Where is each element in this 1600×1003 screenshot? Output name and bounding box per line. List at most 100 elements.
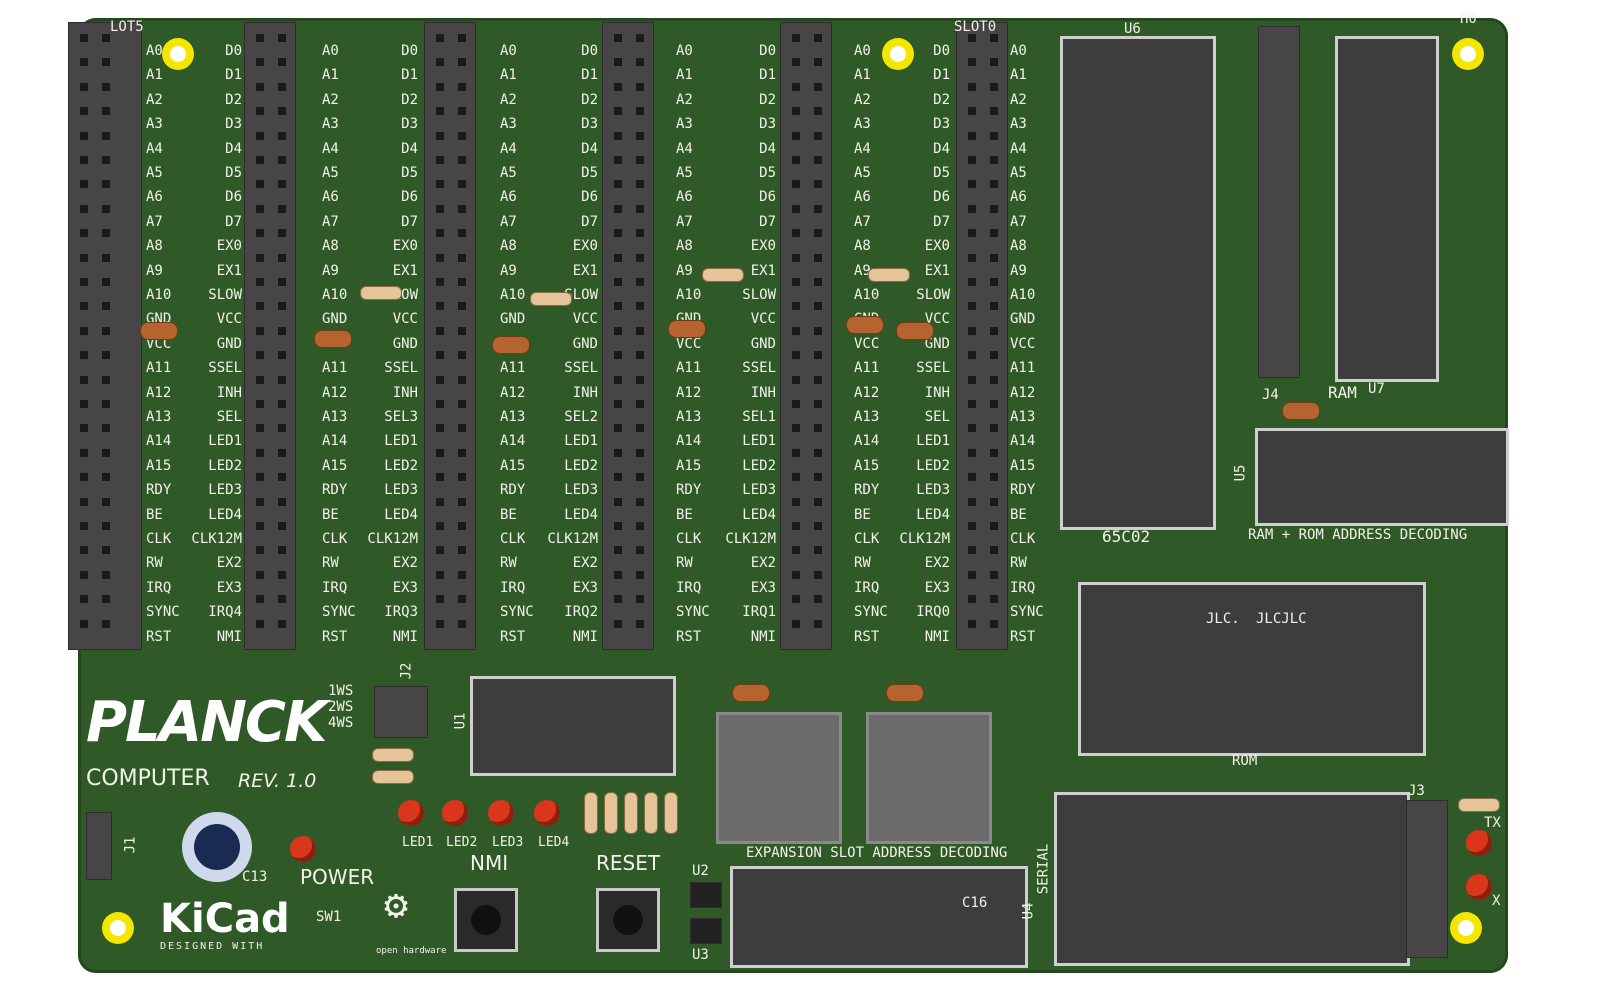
u7-label: U7 (1368, 381, 1385, 397)
header-pin (614, 253, 622, 262)
slot-pin-label: A14 (322, 433, 348, 450)
header-pin (792, 229, 800, 238)
header-pin (814, 326, 822, 335)
header-pin (80, 375, 88, 384)
slot-pin-label: RST (146, 628, 172, 645)
slot-pin-label: RW (322, 555, 339, 572)
header-pin (80, 58, 88, 67)
header-pin (636, 180, 644, 189)
reset-button[interactable] (596, 888, 660, 952)
capacitor (668, 320, 706, 338)
slot-pin-label: SYNC (854, 604, 888, 621)
led2-indicator (442, 800, 468, 826)
header-pin (256, 180, 264, 189)
header-pin (814, 375, 822, 384)
header-pin (278, 82, 286, 91)
header-pin (458, 204, 466, 213)
resistor (530, 292, 572, 306)
header-pin (102, 131, 110, 140)
slot-pin-label: A12 (500, 384, 526, 401)
header-pin (814, 156, 822, 164)
slot-pin-label: IRQ (322, 579, 348, 596)
header-pin (256, 253, 264, 262)
header-pin (792, 595, 800, 604)
header-pin (278, 351, 286, 360)
header-pin (80, 204, 88, 213)
slot-pin-label: SYNC (322, 604, 356, 621)
header-pin (102, 326, 110, 335)
slot-pin-label: A1 (1010, 67, 1027, 84)
slot-pin-label: EX2 (392, 555, 418, 572)
slot-pin-label: GND (750, 335, 776, 352)
header-pin (278, 326, 286, 335)
header-pin (990, 546, 998, 555)
header-pin (990, 375, 998, 384)
header-pin (614, 229, 622, 238)
slot-pin-label: A2 (146, 91, 163, 108)
header-pin (278, 278, 286, 286)
header-pin (80, 619, 88, 628)
slot-pin-label: A11 (1010, 360, 1036, 377)
slot-pin-label: A6 (1010, 189, 1027, 206)
header-pin (814, 253, 822, 262)
header-pin (458, 326, 466, 335)
slot-pin-label: INH (572, 384, 598, 401)
header-pin (990, 180, 998, 189)
header-pin (436, 497, 444, 506)
slot-pin-label: A6 (854, 189, 871, 206)
slot-pin-label: SLOW (742, 287, 776, 303)
slot-pin-label: EX1 (216, 262, 242, 279)
slot-pin-label: A13 (322, 409, 348, 425)
header-pin (256, 375, 264, 384)
header-pin (814, 107, 822, 116)
slot-pin-label: D5 (759, 165, 776, 181)
header-pin (80, 34, 88, 42)
header-pin (814, 278, 822, 286)
header-pin (102, 424, 110, 433)
slot-pin-label: EX3 (924, 579, 950, 596)
slot-pin-label: SEL1 (742, 409, 776, 425)
header-pin (814, 595, 822, 604)
header-pin (990, 82, 998, 91)
slot-pin-label: A3 (854, 116, 871, 133)
header-pin (792, 400, 800, 408)
header-pin (458, 497, 466, 506)
slot-pin-label: D4 (933, 140, 950, 157)
capacitor (492, 336, 530, 354)
slot-pin-label: EX1 (572, 262, 598, 279)
header-pin (256, 326, 264, 335)
header-pin (968, 302, 976, 311)
slot-pin-label: EX0 (392, 238, 418, 255)
slot-pin-label: A7 (1010, 213, 1027, 230)
header-pin (614, 131, 622, 140)
slot-pin-label: EX1 (924, 262, 950, 279)
capacitor (846, 316, 884, 334)
header-pin (436, 229, 444, 238)
header-pin (990, 497, 998, 506)
slot-header-2 (424, 22, 476, 650)
slot-pin-label: LED2 (384, 457, 418, 474)
oshw-label: open hardware (376, 946, 447, 956)
header-pin (102, 204, 110, 213)
slot-pin-label: CLK12M (547, 531, 598, 547)
header-pin (102, 595, 110, 604)
header-pin (614, 546, 622, 555)
led4-label: LED4 (538, 835, 570, 850)
nmi-button[interactable] (454, 888, 518, 952)
header-pin (436, 473, 444, 482)
header-pin (814, 351, 822, 360)
header-pin (990, 351, 998, 360)
slot-pin-label: LED2 (742, 457, 776, 474)
header-pin (436, 351, 444, 360)
slot-pin-label: LED3 (916, 482, 950, 499)
slot-pin-label: EX0 (750, 238, 776, 255)
slot-pin-label: A5 (500, 165, 517, 181)
slot-pin-label: GND (392, 335, 418, 352)
slot-pin-label: A12 (322, 384, 348, 401)
header-pin (102, 34, 110, 42)
header-pin (278, 302, 286, 311)
slot-pin-label: SYNC (1010, 604, 1044, 621)
header-pin (278, 497, 286, 506)
header-pin (80, 351, 88, 360)
header-pin (614, 448, 622, 457)
